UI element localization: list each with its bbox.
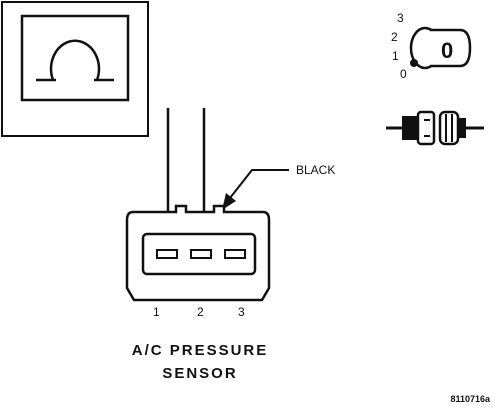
ohmmeter [1,1,149,137]
ohm-icon [49,39,101,81]
component-title-line2: SENSOR [162,365,237,382]
figure-id: 8110716a [450,394,491,404]
key-pointer-icon [410,59,418,67]
ignition-position-1: 1 [392,49,399,63]
pin-1-cavity [156,249,178,259]
sensor-connector: 1 2 3 [125,204,271,319]
pin-3-cavity [224,249,246,259]
key-head [430,28,472,68]
ignition-position-3: 3 [397,11,404,25]
arrow-icon [222,193,236,210]
key-position-label: 0 [441,38,453,63]
ignition-position-2: 2 [391,30,398,44]
pin-number-2: 2 [197,305,204,319]
wire-callout: BLACK [222,163,335,210]
wire-color-label: BLACK [296,163,335,177]
pin-number-1: 1 [153,305,160,319]
pin-number-3: 3 [238,305,245,319]
ignition-position-0: 0 [400,67,407,81]
pin-2-cavity [190,249,212,259]
ignition-key-icon: 3 2 1 0 0 [391,11,472,81]
connector-disconnect-icon [386,110,484,146]
ohmmeter-display [20,14,130,102]
component-title-line1: A/C PRESSURE [132,342,269,359]
